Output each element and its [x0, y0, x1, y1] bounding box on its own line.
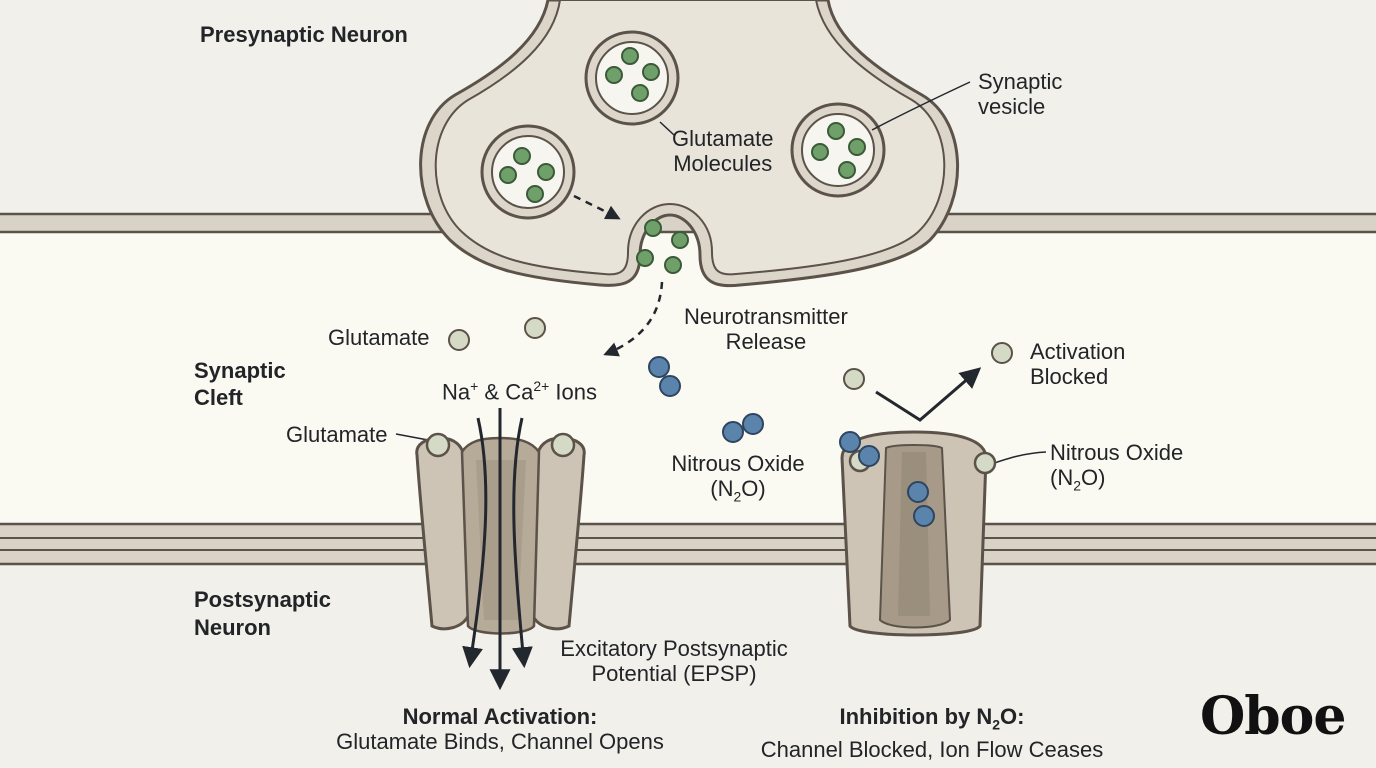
glutamate-bound-leader — [395, 433, 429, 441]
formula-sub-right: 2 — [1073, 477, 1082, 494]
presynaptic-neuron-label: Presynaptic Neuron — [200, 22, 408, 47]
synaptic-cleft-label: Synaptic Cleft — [194, 357, 286, 411]
activation-blocked-line2: Blocked — [1030, 364, 1109, 389]
ions-calcium: & Ca — [478, 379, 534, 405]
glutamate-free-label: Glutamate — [328, 325, 430, 350]
nitrous-oxide-right-label: Nitrous Oxide (N2O) — [1050, 440, 1183, 498]
activation-blocked-line1: Activation — [1030, 339, 1126, 364]
nitrous-oxide-right-line1: Nitrous Oxide — [1050, 440, 1184, 465]
formula-open: (N — [710, 476, 734, 501]
glutamate-bound-label: Glutamate — [286, 422, 388, 447]
synaptic-vesicle-leader — [871, 81, 971, 131]
epsp-line1: Excitatory Postsynaptic — [560, 636, 788, 661]
inhibition-body: Channel Blocked, Ion Flow Ceases — [760, 737, 1104, 763]
activation-blocked-arrow — [875, 367, 982, 422]
synaptic-vesicle-left — [480, 124, 576, 220]
postsynaptic-membrane — [0, 522, 1376, 566]
channel-blocking-nitrous-oxide — [907, 481, 935, 527]
ions-suffix: Ions — [549, 379, 598, 405]
presynaptic-terminal — [419, 0, 959, 288]
ion-flow-arrows — [462, 407, 533, 691]
formula-close: O) — [741, 476, 766, 501]
inhibition-caption: Inhibition by N2O: Channel Blocked, Ion … — [750, 704, 1114, 762]
nitrous-oxide-middle-line1: Nitrous Oxide — [671, 451, 805, 476]
free-glutamate-molecules — [448, 317, 1013, 390]
inhibition-title-prefix: Inhibition by N — [839, 704, 993, 729]
synaptic-vesicle-label: Synaptic vesicle — [978, 69, 1062, 119]
normal-activation-title: Normal Activation: — [402, 704, 598, 729]
postsynaptic-neuron-label: Postsynaptic Neuron — [194, 586, 331, 642]
synaptic-vesicle-label-line1: Synaptic — [978, 69, 1063, 94]
ions-calcium-charge: 2+ — [533, 378, 550, 394]
epsp-label: Excitatory Postsynaptic Potential (EPSP) — [556, 636, 792, 686]
inhibition-title-sub: 2 — [992, 716, 1001, 733]
formula-open-right: (N — [1050, 465, 1074, 490]
postsynaptic-neuron-line1: Postsynaptic — [194, 587, 331, 612]
inhibition-title: Inhibition by N2O: — [750, 704, 1114, 737]
normal-activation-caption: Normal Activation: Glutamate Binds, Chan… — [320, 704, 680, 754]
synaptic-cleft-region — [0, 232, 1376, 524]
ions-label: Na+ & Ca2+ Ions — [442, 374, 597, 404]
glutamate-molecules-label-line1: Glutamate — [672, 126, 774, 151]
vesicle-movement-arrow — [573, 194, 621, 220]
epsp-line2: Potential (EPSP) — [591, 661, 757, 686]
glutamate-molecules-label: Glutamate Molecules — [672, 126, 774, 176]
ions-sodium: Na — [442, 379, 471, 405]
neurotransmitter-release-label: Neurotransmitter Release — [684, 304, 848, 354]
bound-glutamate-left — [425, 432, 576, 458]
glutamate-molecules-label-line2: Molecules — [673, 151, 773, 176]
nitrous-oxide-middle-formula: (N2O) — [668, 476, 808, 509]
synaptic-vesicle-top — [584, 30, 680, 126]
synaptic-vesicle-label-line2: vesicle — [978, 94, 1046, 119]
ions-sodium-charge: + — [470, 378, 479, 394]
synaptic-cleft-line1: Synaptic — [194, 358, 286, 383]
nitrous-oxide-right-formula: (N2O) — [1050, 465, 1183, 498]
normal-activation-body: Glutamate Binds, Channel Opens — [336, 729, 664, 754]
synaptic-vesicle-right — [790, 102, 886, 198]
inhibition-title-suffix: O: — [1000, 704, 1025, 729]
nitrous-oxide-middle-label: Nitrous Oxide (N2O) — [668, 451, 808, 509]
formula-close-right: O) — [1081, 465, 1106, 490]
synaptic-cleft-line2: Cleft — [194, 385, 243, 410]
nitrous-oxide-molecule-2 — [722, 413, 764, 443]
postsynaptic-neuron-line2: Neuron — [194, 615, 271, 640]
glutamate-molecules-leader — [659, 121, 675, 136]
nitrous-oxide-molecule-1 — [648, 356, 681, 397]
neurotransmitter-release-line1: Neurotransmitter — [684, 304, 848, 329]
bound-nitrous-oxide — [839, 431, 880, 467]
oboe-logo: Oboe — [1200, 686, 1346, 747]
activation-blocked-label: Activation Blocked — [1030, 339, 1125, 389]
neurotransmitter-release-line2: Release — [725, 329, 807, 354]
formula-sub: 2 — [733, 488, 742, 505]
fusing-vesicle-glutamate — [636, 219, 689, 274]
